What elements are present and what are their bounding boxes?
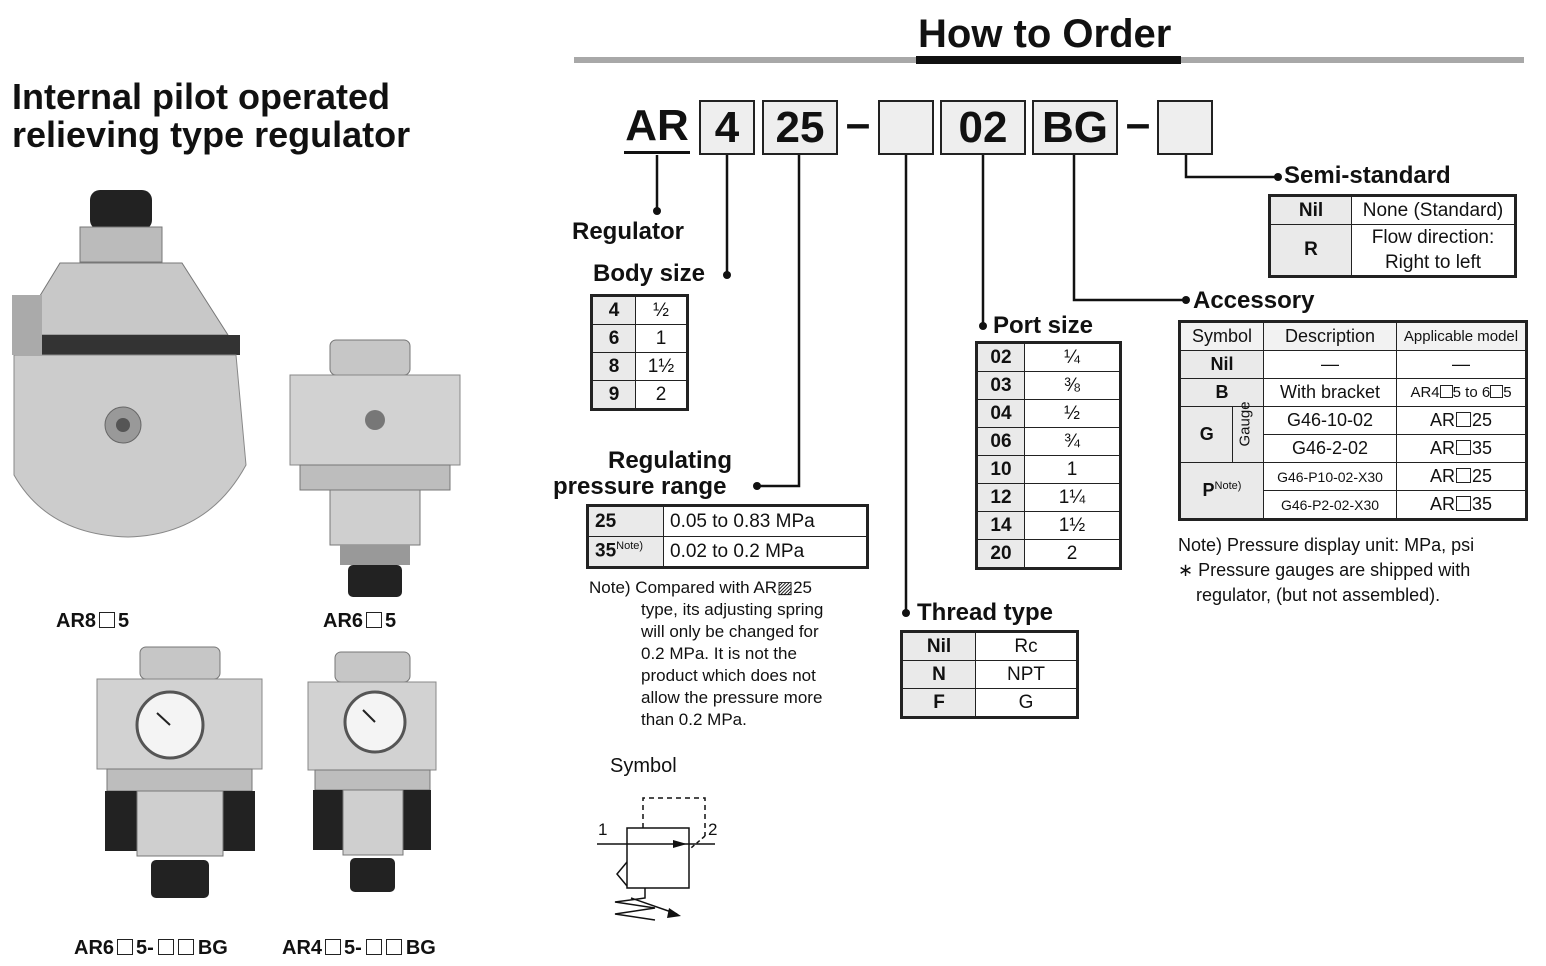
body-size-title: Body size xyxy=(593,260,706,287)
code-body-box: 4 xyxy=(699,100,755,155)
port-size-title: Port size xyxy=(993,312,1094,339)
code-dash-2: – xyxy=(1125,99,1151,148)
code-port-box: 02 xyxy=(940,100,1026,155)
table-header: Symbol Description Applicable model xyxy=(1180,322,1526,351)
code-dash-1: – xyxy=(845,99,871,148)
ar4-bg-photo xyxy=(307,651,437,892)
ar6-bg-photo xyxy=(96,646,263,898)
table-row: Nil — — xyxy=(1180,350,1526,379)
regulator-symbol xyxy=(597,797,715,921)
code-pressure-box: 25 xyxy=(762,100,838,155)
header-rule-accent xyxy=(916,56,1181,64)
table-row: 35Note)0.02 to 0.2 MPa xyxy=(588,536,867,567)
code-semi-box xyxy=(1157,100,1213,155)
code-ar: AR xyxy=(625,101,689,150)
symbol-title: Symbol xyxy=(610,755,677,777)
pressure-range-note: Note) Compared with AR▨25 type, its adju… xyxy=(589,578,824,729)
code-accessory-box: BG xyxy=(1032,100,1118,155)
code-thread-box xyxy=(878,100,934,155)
symbol-port-2: 2 xyxy=(708,820,718,839)
product-title-line1: Internal pilot operated xyxy=(12,76,391,117)
code-ar-underline xyxy=(624,151,690,154)
product-title: Internal pilot operated relieving type r… xyxy=(12,78,410,154)
product-title-line2: relieving type regulator xyxy=(12,114,411,155)
ar8-photo xyxy=(12,190,247,538)
accessory-notes: Note) Pressure display unit: MPa, psi ∗ … xyxy=(1178,535,1475,605)
regulator-label: Regulator xyxy=(572,218,685,245)
accessory-title: Accessory xyxy=(1193,287,1315,314)
symbol-port-1: 1 xyxy=(598,820,608,839)
semi-standard-title: Semi-standard xyxy=(1284,162,1451,189)
thread-type-title: Thread type xyxy=(917,599,1054,626)
pressure-range-title-1: Regulating xyxy=(608,447,732,474)
ar6-photo xyxy=(289,339,461,597)
accessory-table: Symbol Description Applicable model Nil … xyxy=(1178,320,1528,521)
how-to-order-title: How to Order xyxy=(918,12,1172,56)
pressure-range-title-2: pressure range xyxy=(553,473,727,500)
